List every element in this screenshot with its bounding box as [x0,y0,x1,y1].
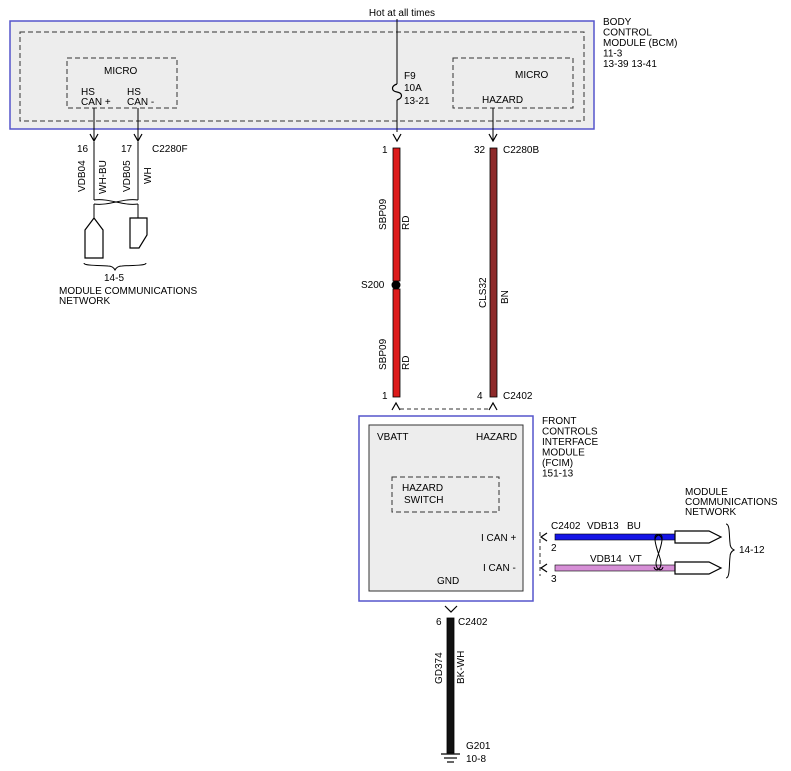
fcim-hazard-pin-arrow [488,401,498,411]
fuse-pin-arrow [392,133,402,143]
hazard-switch-box [391,476,500,513]
splice-s200 [391,280,401,290]
vdb14-circuit: VDB14 [590,554,622,565]
ican-minus-pin-arrow [539,563,548,573]
micro-left-label: MICRO [104,66,138,77]
cls32-circuit: CLS32 [478,277,489,308]
hs-can-minus-label: HS CAN - [127,87,154,108]
vdb13-color: BU [627,521,641,532]
micro-right-hazard: HAZARD [482,95,523,106]
c2402-pin-2: 2 [551,543,557,554]
cls32-color: BN [500,290,511,304]
sbp09-top-circuit: SBP09 [378,198,389,230]
vdb05-circuit: VDB05 [122,160,133,192]
fcim-box [358,415,534,602]
power-label: Hot at all times [369,8,435,19]
vdb04-circuit: VDB04 [77,160,88,192]
ican-plus-arrow-connector [674,530,723,544]
fcim-inner [368,424,524,592]
fuse-rating: 10A [404,83,422,94]
fuse-symbol [391,83,403,101]
vdb13-circuit: VDB13 [587,521,619,532]
fcim-label: FRONT CONTROLS INTERFACE MODULE (FCIM) 1… [542,416,601,480]
fcim-ican-minus: I CAN - [483,563,516,574]
bcm-box [9,20,595,130]
vdb04-color: WH-BU [98,160,109,194]
c2402-top-name: C2402 [503,391,533,402]
sbp09-top-color: RD [401,216,412,230]
micro-right-box [452,57,574,109]
twist-crossing [93,199,139,205]
network-right-ref: 14-12 [739,545,765,556]
sbp09-bottom-color: RD [401,356,412,370]
gd374-wire [446,617,455,754]
gd374-circuit: GD374 [434,652,445,684]
ican-plus-pin-arrow [539,532,548,542]
c2402-bottom-pin: 6 [436,617,442,628]
fcim-hazard: HAZARD [476,432,517,443]
hazard-switch-label: HAZARD SWITCH [402,483,446,506]
c2280b-name: C2280B [503,145,539,156]
can-plus-arrow-connector [84,217,104,259]
bcm-label: BODY CONTROL MODULE (BCM) 11-3 13-39 13-… [603,17,680,70]
hazard-pin-arrow [488,133,498,143]
fcim-ican-plus: I CAN + [481,533,516,544]
c2402-right-name: C2402 [551,521,581,532]
cls32-wire [489,147,498,398]
sbp09-wire-bottom [392,288,401,398]
gnd-pin-arrow [444,605,458,613]
c2280b-fuse-pin: 1 [382,145,388,156]
c2280f-pin-17: 17 [121,144,133,155]
fcim-vbatt: VBATT [377,432,408,443]
fuse-id: F9 [404,71,416,82]
can-minus-arrow-connector [129,217,148,249]
micro-right-label: MICRO [515,70,549,81]
bcm-inner-dashed [19,31,585,122]
c2280f-pin-16: 16 [77,144,89,155]
ican-minus-arrow-connector [674,561,723,575]
c2280f-name: C2280F [152,144,188,155]
c2402-pin-3: 3 [551,574,557,585]
twist-crossing-right [653,534,664,571]
network-left-label: MODULE COMMUNICATIONS NETWORK [59,286,200,307]
ground-name: G201 [466,741,491,752]
hs-can-plus-label: HS CAN + [81,87,111,108]
fcim-gnd: GND [437,576,459,587]
network-right-label: MODULE COMMUNICATIONS NETWORK [685,487,780,518]
fcim-vbatt-pin-arrow [391,401,401,411]
sbp09-wire-top [392,147,401,282]
vdb05-color: WH [143,167,154,184]
ground-ref: 10-8 [466,754,486,765]
c2402-top-pin-4: 4 [477,391,483,402]
splice-label: S200 [361,280,385,291]
c2402-top-pin-1: 1 [382,391,388,402]
vdb14-color: VT [629,554,642,565]
can-plus-pin-arrow [89,133,99,143]
network-right-brace [725,523,736,579]
c2280b-pin-32: 32 [474,145,486,156]
gd374-color: BK-WH [456,651,467,684]
network-left-brace [83,262,147,272]
can-minus-pin-arrow [133,133,143,143]
c2402-bottom-name: C2402 [458,617,488,628]
fuse-ref: 13-21 [404,96,430,107]
network-left-ref: 14-5 [104,273,124,284]
sbp09-bottom-circuit: SBP09 [378,338,389,370]
